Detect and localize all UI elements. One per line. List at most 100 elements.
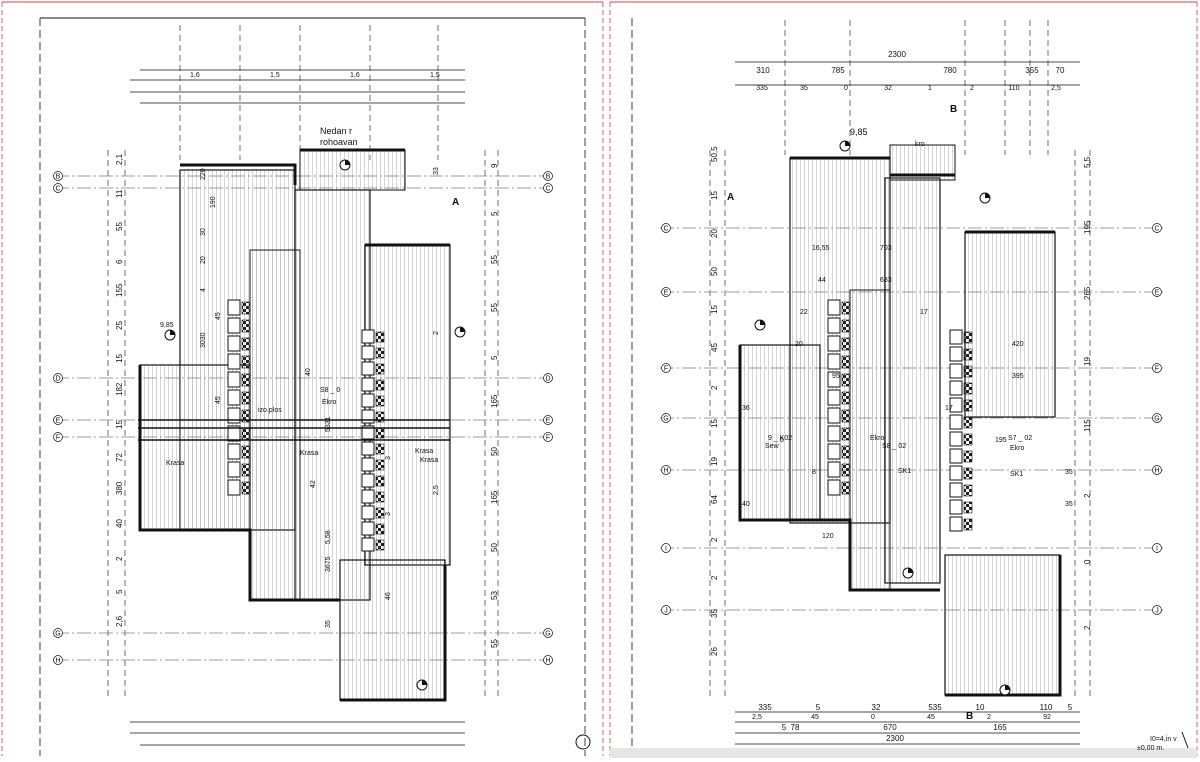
stair-step — [361, 441, 375, 456]
dimension-label: 4 — [200, 288, 207, 292]
dimension-label: 55 — [115, 222, 124, 231]
dimension-label: 785 — [831, 66, 845, 75]
stair-step — [827, 317, 841, 334]
stair-step — [361, 425, 375, 440]
stair-step — [227, 335, 241, 352]
axis-bubble — [53, 373, 63, 383]
axis-label: F — [546, 435, 550, 442]
stair-step — [227, 371, 241, 388]
stair-riser — [841, 337, 851, 351]
axis-bubble — [661, 413, 671, 423]
dimension-label: 5331 — [325, 416, 332, 432]
axis-bubble — [543, 432, 553, 442]
left-stair-blocks — [227, 299, 385, 552]
axis-bubble — [1152, 223, 1162, 233]
stair-step — [949, 397, 963, 413]
dimension-label: 32 — [872, 703, 881, 712]
stair-step — [361, 329, 375, 344]
right-note-kro: kro — [915, 141, 925, 148]
stair-step — [827, 299, 841, 316]
axis-bubble — [53, 628, 63, 638]
dimension-label: 265 — [1083, 286, 1092, 300]
stair-step — [361, 361, 375, 376]
axis-bubble — [661, 465, 671, 475]
stair-step — [361, 409, 375, 424]
stair-step — [361, 537, 375, 552]
axis-bubble — [661, 543, 671, 553]
dimension-label: 5 — [1068, 703, 1073, 712]
right-marker-a: A — [727, 192, 734, 203]
dimension-label: 355 — [1025, 66, 1039, 75]
room-label: SK1 — [898, 468, 911, 475]
left-section-markers — [164, 159, 591, 750]
dimension-label: 420 — [1012, 341, 1024, 348]
stair-riser — [375, 507, 385, 519]
stair-riser — [375, 491, 385, 503]
axis-bubble — [53, 432, 63, 442]
dimension-label: 380 — [115, 481, 124, 495]
room-label: S7 _ 02 — [1008, 435, 1032, 442]
room-label: S8 _ 0 — [320, 387, 340, 394]
stair-step — [227, 389, 241, 406]
stair-step — [227, 317, 241, 334]
stair-step — [827, 371, 841, 388]
right-total-top: 2300 — [888, 50, 906, 59]
dimension-label: 703 — [880, 245, 892, 252]
stair-riser — [963, 467, 973, 480]
stair-step — [949, 346, 963, 362]
stair-step — [949, 329, 963, 345]
stair-step — [827, 425, 841, 442]
dimension-label: 5,58 — [325, 530, 332, 544]
stair-riser — [375, 443, 385, 455]
stair-step — [827, 461, 841, 478]
stair-step — [361, 377, 375, 392]
axis-bubble — [661, 287, 671, 297]
dimension-label: 45 — [215, 396, 222, 404]
stair-step — [949, 414, 963, 430]
dimension-label: 15 — [710, 419, 719, 428]
dimension-label: 36 — [742, 405, 750, 412]
dimension-label: 2,5 — [752, 714, 762, 721]
dimension-label: 2 — [710, 537, 719, 542]
stair-step — [227, 461, 241, 478]
stair-riser — [841, 301, 851, 315]
dimension-label: 55 — [490, 639, 499, 648]
elevation-zero: ±0,00 m. — [1137, 745, 1164, 752]
axis-label: E — [546, 418, 551, 425]
axis-label: H — [1154, 468, 1159, 475]
dimension-label: 683 — [880, 277, 892, 284]
stair-step — [361, 505, 375, 520]
dimension-label: 2 — [987, 714, 991, 721]
dimension-label: 35 — [325, 620, 332, 628]
axis-bubble — [1152, 287, 1162, 297]
dimension-label: 6 — [780, 437, 784, 444]
axis-label: J — [664, 608, 668, 615]
axis-bubble — [661, 363, 671, 373]
dimension-label: 30 — [200, 228, 207, 236]
dimension-label: 15 — [115, 420, 124, 429]
stair-step — [949, 448, 963, 464]
stair-step — [949, 516, 963, 532]
dimension-label: 5 — [490, 211, 499, 216]
dimension-label: 1,6 — [190, 72, 200, 79]
room-label: 9 _ K02 — [768, 435, 792, 442]
dimension-label: 395 — [1012, 373, 1024, 380]
dimension-label: 15 — [710, 305, 719, 314]
axis-bubble — [1152, 413, 1162, 423]
axis-bubble — [543, 183, 553, 193]
stair-riser — [375, 539, 385, 551]
dimension-label: 8 — [812, 469, 816, 476]
dimension-label: 5 — [782, 723, 787, 732]
dimension-label: 195 — [1083, 220, 1092, 234]
axis-bubble — [661, 605, 671, 615]
dimension-label: 165 — [993, 723, 1007, 732]
axis-bubble — [543, 628, 553, 638]
dimension-label: 33 — [433, 167, 440, 175]
right-total-bottom: 2300 — [886, 734, 904, 743]
dimension-label: 780 — [943, 66, 957, 75]
